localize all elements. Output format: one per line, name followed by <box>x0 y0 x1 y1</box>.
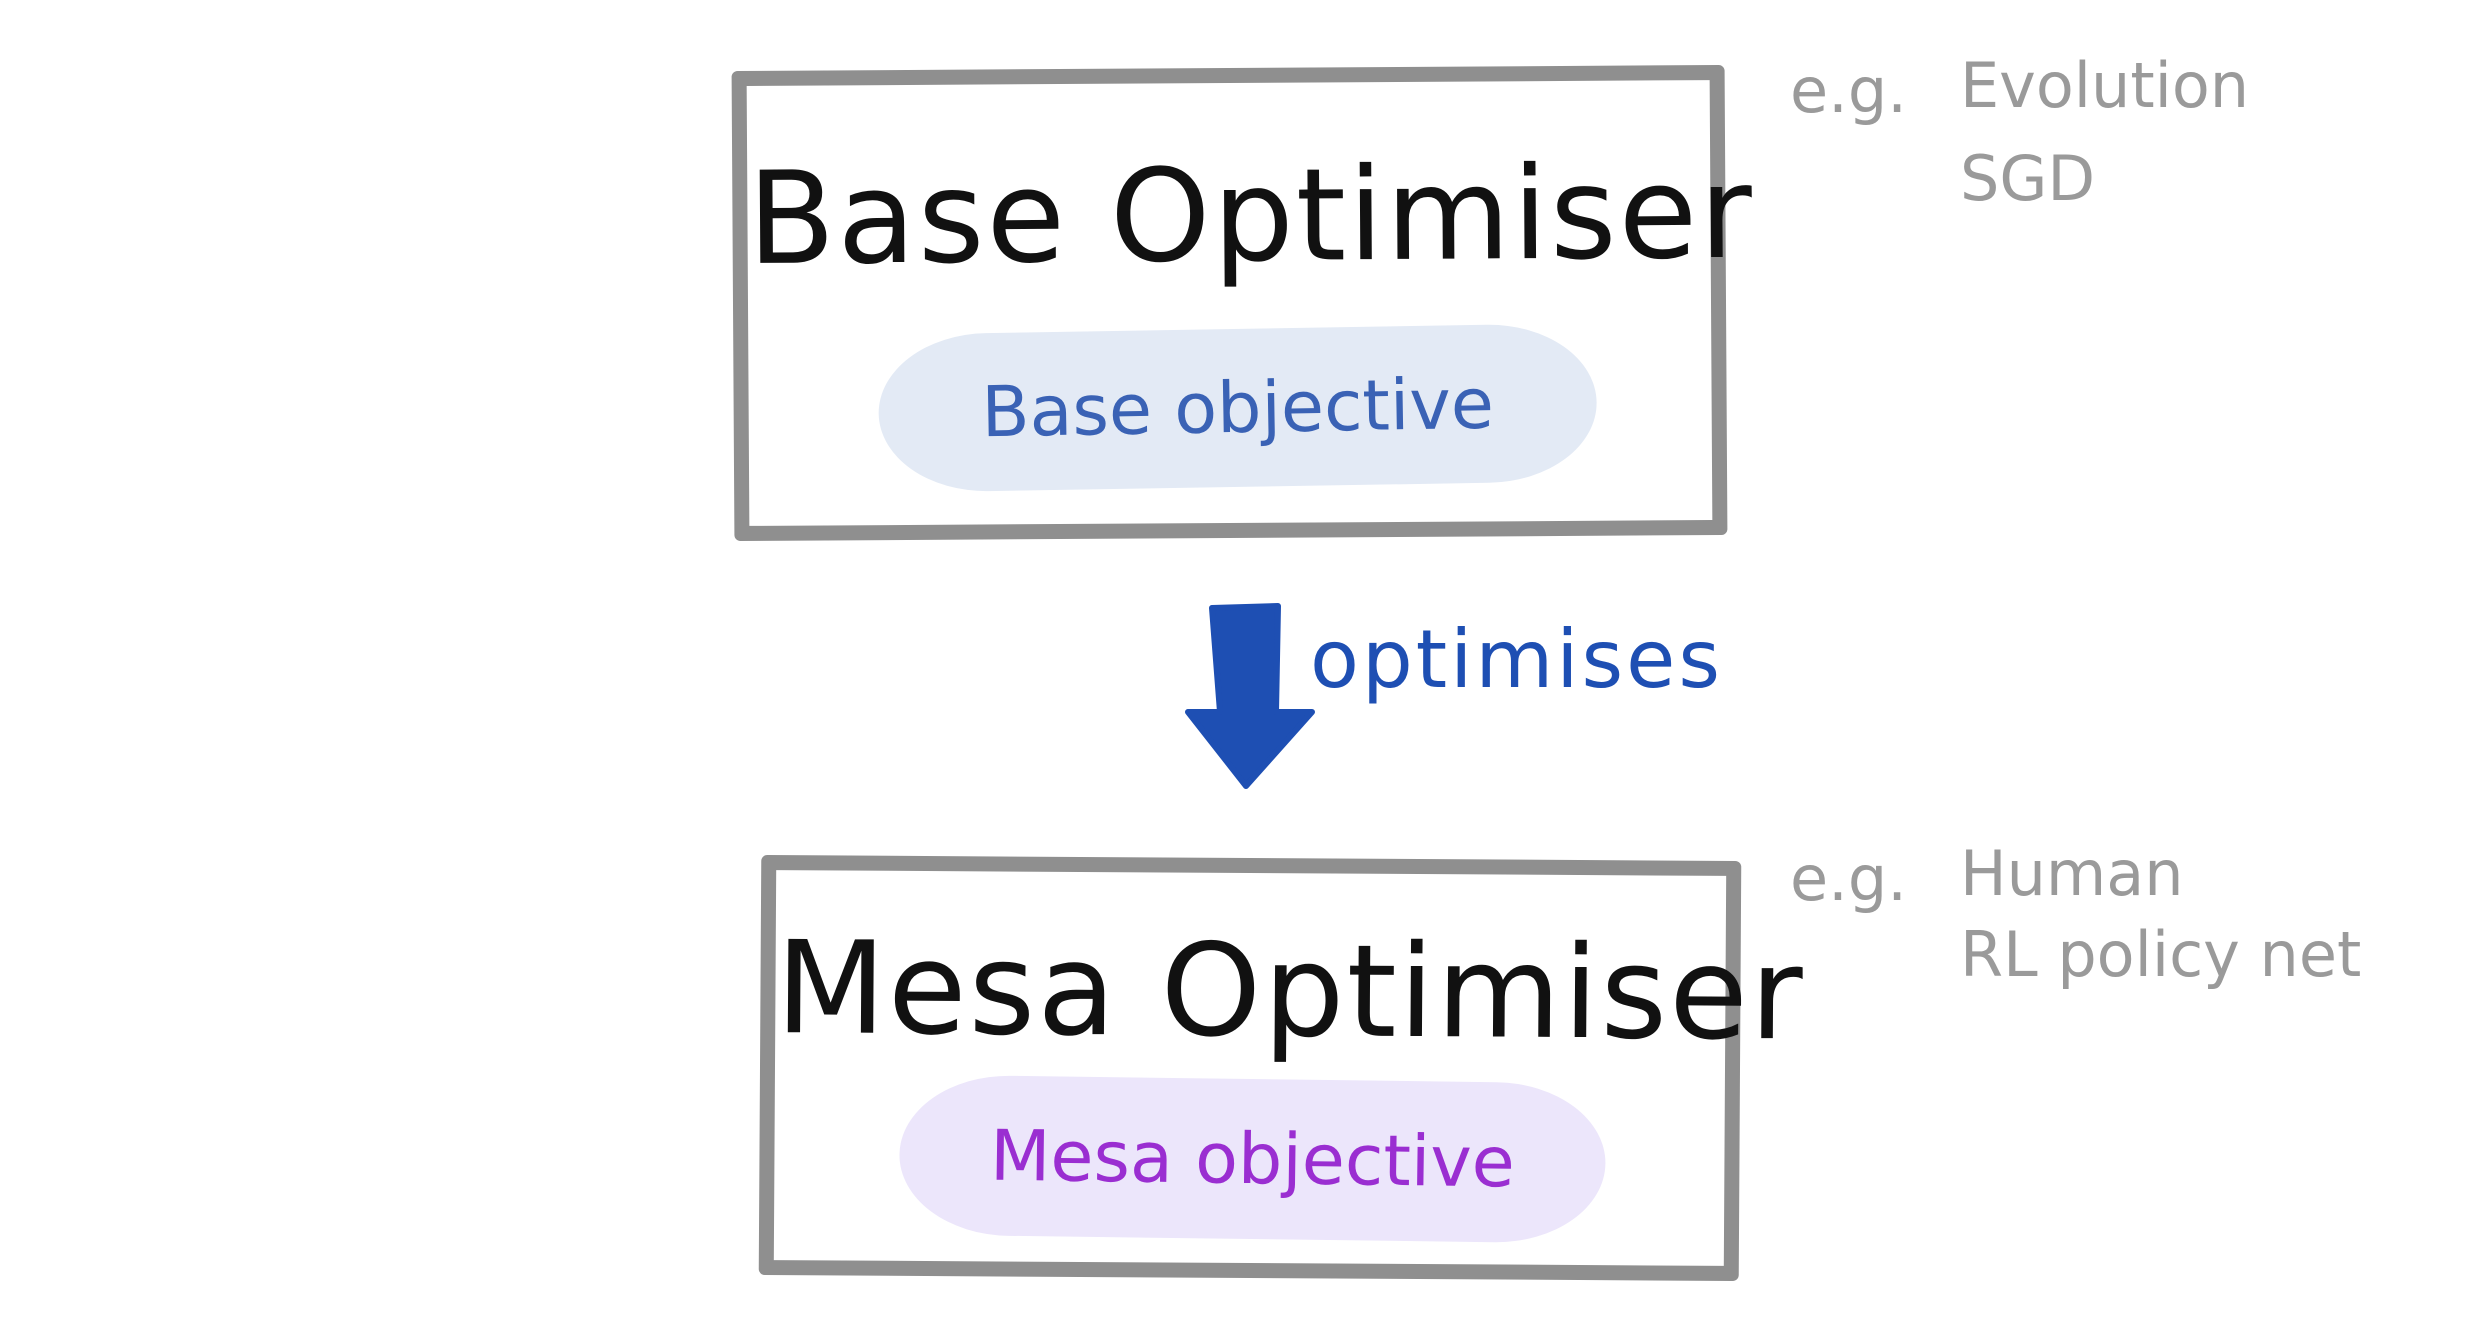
mesa-optimiser-box: Mesa Optimiser Mesa objective <box>758 855 1805 1281</box>
base-optimiser-box: Base Optimiser Base objective <box>731 64 1755 542</box>
base-example-evolution: Evolution <box>1960 49 2250 122</box>
mesa-objective-pill: Mesa objective <box>898 1074 1607 1244</box>
mesa-examples-prefix: e.g. <box>1790 842 1907 915</box>
base-examples-prefix: e.g. <box>1790 54 1907 127</box>
optimises-label: optimises <box>1310 613 1724 706</box>
mesa-example-rl-policy-net: RL policy net <box>1960 918 2362 991</box>
down-arrow-shape <box>1185 603 1315 789</box>
base-optimiser-title: Base Optimiser <box>747 138 1755 294</box>
base-example-sgd: SGD <box>1960 142 2096 215</box>
down-arrow-icon <box>1185 603 1315 789</box>
base-objective-pill: Base objective <box>877 323 1598 493</box>
mesa-optimiser-title: Mesa Optimiser <box>775 914 1805 1070</box>
mesa-example-human: Human <box>1960 837 2184 910</box>
